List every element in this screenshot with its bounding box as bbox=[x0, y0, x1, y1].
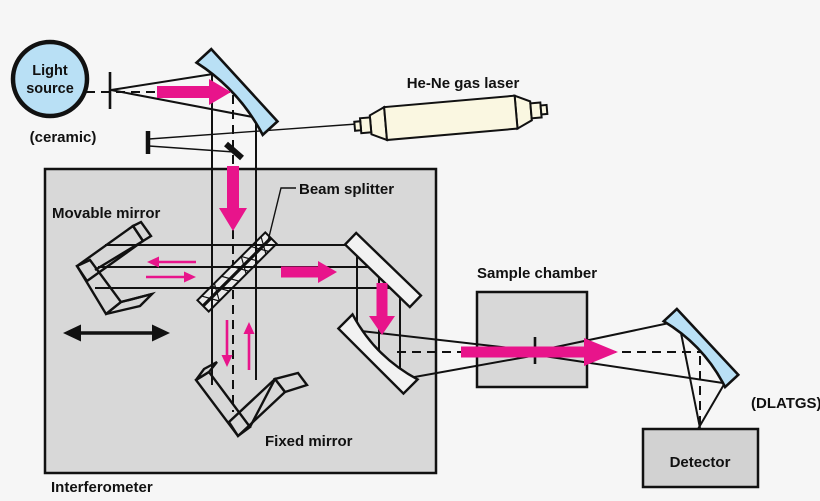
beam-splitter-label: Beam splitter bbox=[299, 181, 394, 198]
detector-type-label: (DLATGS) bbox=[751, 395, 820, 412]
arrow-down-to-concave bbox=[369, 283, 395, 335]
fixed-mirror-label: Fixed mirror bbox=[265, 433, 353, 450]
source-mirror bbox=[194, 47, 280, 137]
detector-mirror bbox=[661, 307, 741, 390]
detector-box bbox=[641, 427, 760, 489]
movable-mirror-label: Movable mirror bbox=[52, 205, 161, 222]
detector-label: Detector bbox=[670, 454, 731, 471]
light-source-label-line2: source bbox=[26, 81, 74, 97]
laser-fold-mirror bbox=[224, 141, 244, 161]
arrow-bs-output bbox=[281, 261, 337, 283]
arrow-into-interferometer bbox=[219, 166, 247, 231]
concave-mirror bbox=[336, 312, 420, 396]
light-source-label-line1: Light bbox=[32, 63, 68, 79]
flat-mirror bbox=[343, 231, 423, 309]
sample-chamber-box bbox=[475, 290, 589, 389]
interferometer-label: Interferometer bbox=[51, 479, 153, 496]
arrow-through-sample bbox=[461, 338, 618, 366]
light-source bbox=[10, 39, 90, 119]
ir-beam-arrows bbox=[157, 79, 618, 366]
beam-splitter-pointer bbox=[267, 187, 296, 242]
he-ne-laser bbox=[353, 94, 549, 142]
interferometer-arm-arrows bbox=[146, 256, 255, 370]
interferometer-box bbox=[43, 167, 438, 475]
arrow-source-to-mirror bbox=[157, 79, 231, 105]
ceramic-label: (ceramic) bbox=[30, 129, 97, 146]
mirror-travel-arrow bbox=[63, 324, 170, 342]
sample-chamber-label: Sample chamber bbox=[477, 265, 597, 282]
fixed-mirror bbox=[194, 360, 309, 438]
laser-label: He-Ne gas laser bbox=[407, 75, 520, 92]
movable-mirror bbox=[75, 220, 156, 316]
